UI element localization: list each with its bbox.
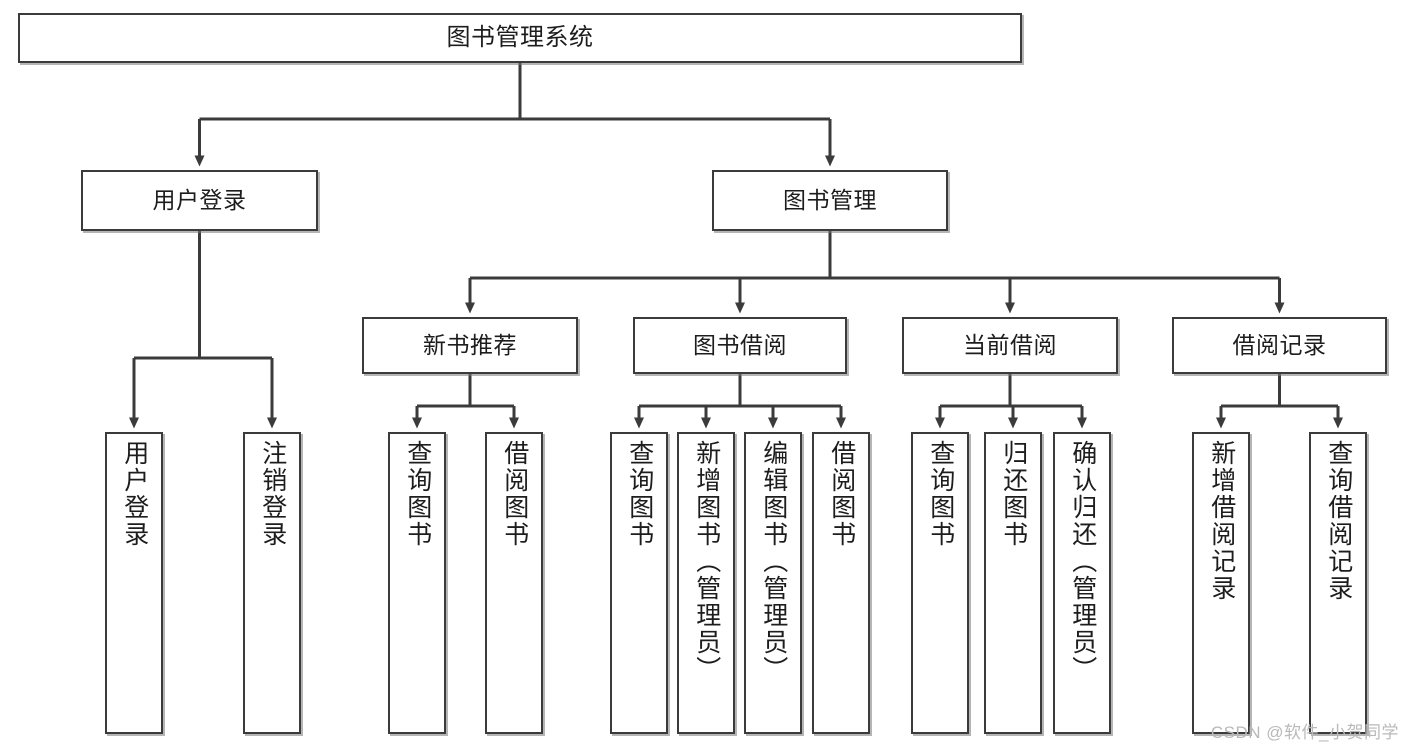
- node-user_login[interactable]: 用户登录: [81, 170, 318, 231]
- node-label: 查询图书: [926, 440, 955, 548]
- node-l_borrow2[interactable]: 借阅图书: [812, 432, 870, 734]
- node-root[interactable]: 图书管理系统: [18, 13, 1022, 63]
- node-label: 借阅记录: [1232, 331, 1327, 358]
- node-label: 借阅图书: [500, 440, 529, 548]
- node-l_addrec[interactable]: 新增借阅记录: [1192, 432, 1250, 734]
- node-book_mgmt[interactable]: 图书管理: [712, 170, 948, 231]
- node-label: 借阅图书: [827, 440, 856, 548]
- node-label: 查询图书: [403, 440, 432, 548]
- node-l_query3[interactable]: 查询图书: [911, 432, 969, 734]
- node-label: 当前借阅: [963, 331, 1057, 358]
- node-label: 查询图书: [625, 440, 654, 548]
- node-new_rec[interactable]: 新书推荐: [362, 317, 578, 374]
- node-l_return[interactable]: 归还图书: [984, 432, 1042, 734]
- node-label: 注销登录: [258, 440, 287, 548]
- node-label: 用户登录: [120, 440, 149, 548]
- watermark: CSDN @软件_小贺同学: [1210, 723, 1399, 742]
- node-borrow[interactable]: 图书借阅: [633, 317, 847, 374]
- node-label: 归还图书: [999, 440, 1028, 548]
- node-l_qryrec[interactable]: 查询借阅记录: [1309, 432, 1367, 734]
- node-label: 新增借阅记录: [1207, 440, 1236, 602]
- node-label: 编辑图书（管理员）: [759, 440, 788, 683]
- node-records[interactable]: 借阅记录: [1172, 317, 1387, 374]
- node-label: 用户登录: [152, 186, 247, 213]
- node-label: 确认归还（管理员）: [1068, 440, 1097, 683]
- node-label: 查询借阅记录: [1324, 440, 1353, 602]
- node-current[interactable]: 当前借阅: [902, 317, 1118, 374]
- node-label: 图书管理: [783, 186, 877, 213]
- node-l_logout[interactable]: 注销登录: [243, 432, 301, 734]
- node-label: 新增图书（管理员）: [692, 440, 721, 683]
- node-label: 图书管理系统: [446, 23, 594, 51]
- node-l_borrow1[interactable]: 借阅图书: [485, 432, 543, 734]
- node-label: 新书推荐: [423, 331, 517, 358]
- node-l_add[interactable]: 新增图书（管理员）: [677, 432, 735, 734]
- node-l_query1[interactable]: 查询图书: [388, 432, 446, 734]
- node-l_confirm[interactable]: 确认归还（管理员）: [1053, 432, 1111, 734]
- node-label: 图书借阅: [693, 331, 787, 358]
- node-l_query2[interactable]: 查询图书: [610, 432, 668, 734]
- node-l_login[interactable]: 用户登录: [105, 432, 163, 734]
- node-l_edit[interactable]: 编辑图书（管理员）: [744, 432, 802, 734]
